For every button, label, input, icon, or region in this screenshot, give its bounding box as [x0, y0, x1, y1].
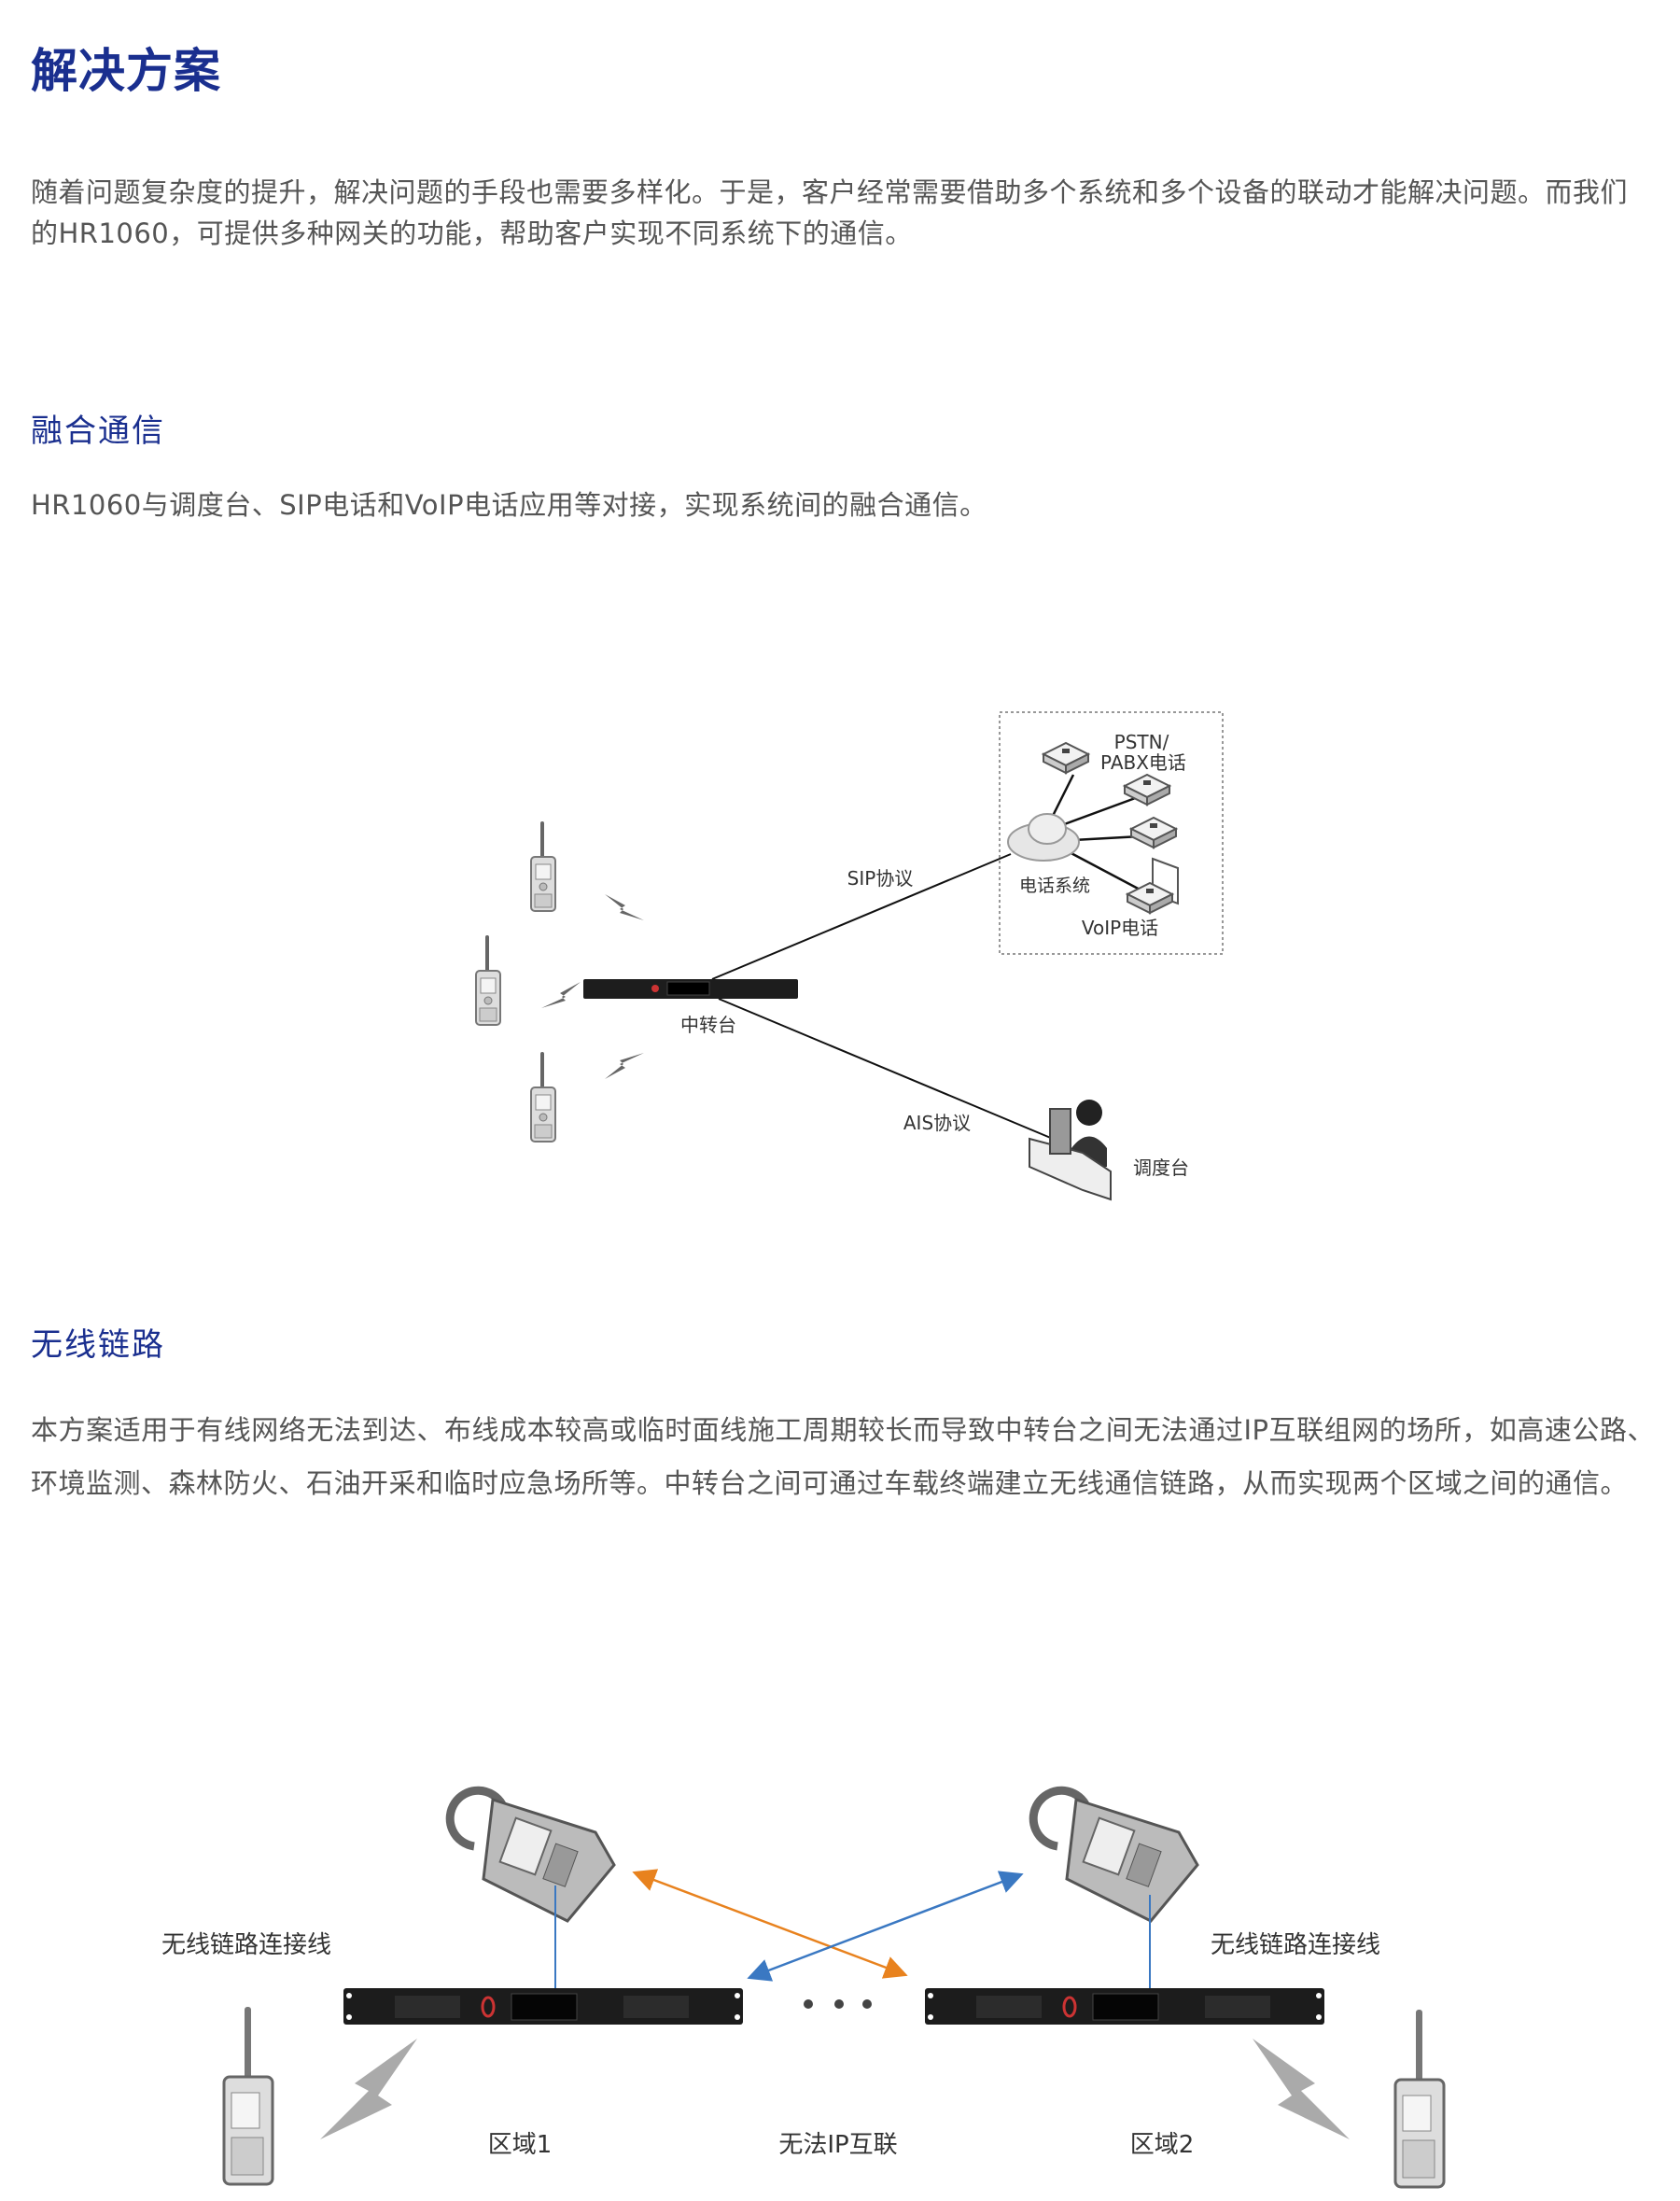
ais-link-line: [718, 998, 1054, 1140]
handheld-radio-icon: [530, 820, 556, 912]
section-heading-wireless: 无线链路: [31, 1326, 165, 1364]
link-label-left: 无线链路连接线: [161, 1931, 331, 1959]
wireless-signal-icon: [320, 2039, 417, 2139]
zone1-label: 区域1: [488, 2131, 553, 2159]
wireless-signal-icon: [605, 894, 644, 920]
phone-system-label: 电话系统: [1019, 876, 1090, 896]
wireless-signal-icon: [605, 1053, 644, 1079]
handheld-radio-icon: [222, 2005, 274, 2186]
page-title: 解决方案: [31, 44, 221, 98]
mobile-radio-icon: [450, 1790, 614, 1921]
wireless-link-diagram: 无线链路连接线 无线链路连接线 区域1 无法IP互联 区域2: [161, 1773, 1446, 2189]
blue-wireless-arrow: [747, 1871, 1024, 1982]
section-heading-convergence: 融合通信: [31, 413, 165, 450]
wireless-signal-icon: [541, 982, 581, 1008]
repeater-device-icon: [583, 979, 798, 999]
phone-system-box: [999, 711, 1224, 955]
dispatcher-console-icon: [1029, 1100, 1112, 1201]
desk-phone-icon: [1043, 742, 1089, 774]
handheld-radio-icon: [530, 1051, 556, 1143]
no-ip-label: 无法IP互联: [778, 2131, 897, 2159]
pabx-label: PABX电话: [1100, 751, 1186, 774]
link-label-right: 无线链路连接线: [1211, 1931, 1380, 1959]
mobile-radio-icon: [1033, 1790, 1197, 1921]
orange-wireless-arrow: [632, 1869, 908, 1979]
ais-label: AIS协议: [903, 1112, 971, 1134]
zone2-label: 区域2: [1130, 2131, 1195, 2159]
section-text-convergence: HR1060与调度台、SIP电话和VoIP电话应用等对接，实现系统间的融合通信。: [31, 489, 987, 521]
repeater-device-icon: [923, 1986, 1326, 2026]
voip-label: VoIP电话: [1082, 917, 1158, 939]
pstn-label: PSTN/: [1114, 731, 1169, 753]
voip-phone-icon: [1127, 857, 1179, 914]
cloud-icon: [1007, 813, 1080, 862]
section-text-wireless: 本方案适用于有线网络无法到达、布线成本较高或临时面线施工周期较长而导致中转台之间…: [31, 1414, 1655, 1499]
wireless-signal-icon: [1253, 2039, 1350, 2139]
ellipsis-icon: [804, 1999, 872, 2009]
intro-text: 随着问题复杂度的提升，解决问题的手段也需要多样化。于是，客户经常需要借助多个系统…: [31, 176, 1629, 249]
convergence-diagram: PSTN/ PABX电话 电话系统 VoIP电话 SIP协议 AIS协议 中转台…: [475, 711, 1224, 1201]
dispatcher-label: 调度台: [1133, 1157, 1189, 1179]
repeater-device-icon: [342, 1986, 745, 2026]
handheld-radio-icon: [475, 934, 501, 1026]
repeater-label: 中转台: [680, 1014, 736, 1036]
handheld-radio-icon: [1393, 2008, 1446, 2189]
desk-phone-icon: [1130, 817, 1177, 848]
sip-link-line: [711, 853, 1012, 980]
sip-label: SIP协议: [847, 867, 914, 890]
